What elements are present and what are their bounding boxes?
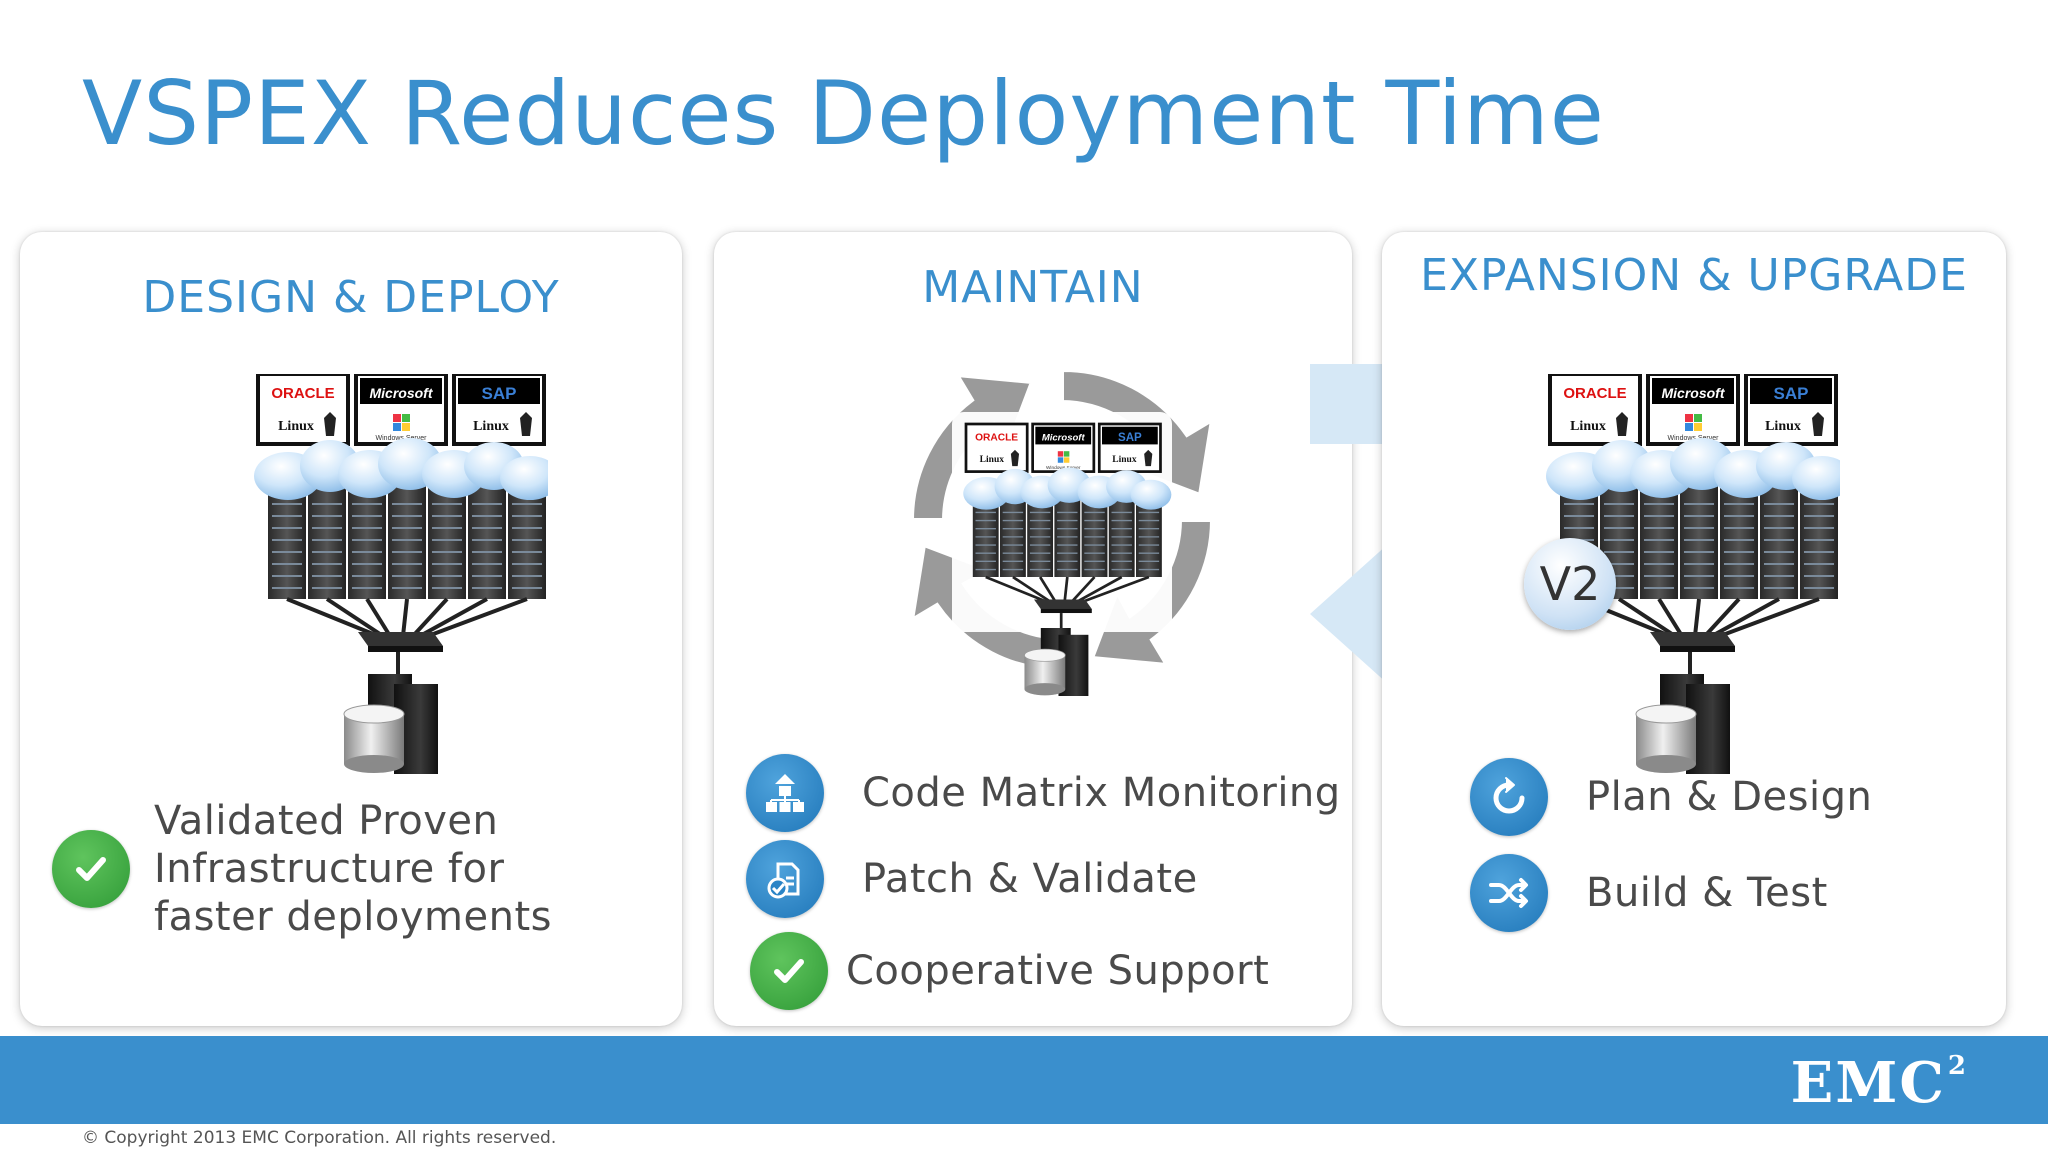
feature-cooperative-support: Cooperative Support (750, 932, 1269, 1010)
feature-validated-infrastructure: Validated Proven Infrastructure for fast… (52, 797, 574, 941)
feature-text: Cooperative Support (846, 948, 1270, 994)
feature-text: Plan & Design (1586, 774, 1873, 820)
feature-text: Validated Proven Infrastructure for fast… (154, 798, 552, 940)
checkmark-icon (52, 830, 130, 908)
footer-bar: EMC2 (0, 1036, 2048, 1124)
version-label: V2 (1539, 557, 1601, 611)
panel-heading-design: DESIGN & DEPLOY (142, 272, 560, 323)
version-badge: V2 (1524, 538, 1616, 630)
logo-text: EMC (1790, 1050, 1946, 1116)
checkmark-icon (750, 932, 828, 1010)
document-check-icon (746, 840, 824, 918)
feature-text: Code Matrix Monitoring (862, 770, 1341, 816)
feature-text: Build & Test (1586, 870, 1828, 916)
copyright-notice: © Copyright 2013 EMC Corporation. All ri… (82, 1128, 557, 1148)
hierarchy-icon (746, 754, 824, 832)
infrastructure-stack-illustration (252, 374, 548, 776)
design-deploy-panel: DESIGN & DEPLOY Validated Proven Infrast… (20, 232, 682, 1026)
feature-plan-design: Plan & Design (1470, 758, 1872, 836)
panel-heading-maintain: MAINTAIN (922, 262, 1144, 313)
emc-logo: EMC2 (1791, 1050, 1968, 1116)
shuffle-icon (1470, 854, 1548, 932)
logo-superscript: 2 (1947, 1051, 1968, 1081)
refresh-icon (1470, 758, 1548, 836)
feature-patch-validate: Patch & Validate (746, 840, 1198, 918)
expansion-upgrade-panel: EXPANSION & UPGRADE V2 Plan & Design Bui… (1382, 232, 2006, 1026)
feature-code-matrix: Code Matrix Monitoring (746, 754, 1341, 832)
feature-build-test: Build & Test (1470, 854, 1828, 932)
page-title: VSPEX Reduces Deployment Time (82, 62, 1605, 165)
panel-heading-expansion: EXPANSION & UPGRADE (1420, 250, 1968, 301)
maintenance-cycle-illustration (909, 367, 1215, 698)
maintain-panel: MAINTAIN Code Matrix Monitoring (714, 232, 1352, 1026)
feature-text: Patch & Validate (862, 856, 1198, 902)
